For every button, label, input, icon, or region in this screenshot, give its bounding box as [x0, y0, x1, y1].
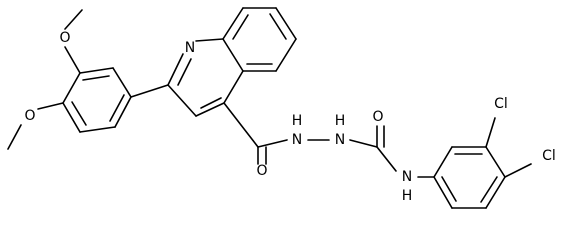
bond [7, 124, 22, 150]
bond [200, 97, 222, 109]
bond [64, 9, 83, 30]
chemical-structure-diagram: N O O O H N H N O N H Cl Cl [7, 7, 556, 209]
bond [504, 163, 532, 178]
bond [223, 70, 244, 104]
atom-cl-top: Cl [494, 96, 508, 112]
bond [441, 176, 457, 202]
bond [37, 102, 64, 110]
bond [480, 176, 498, 203]
bond [62, 102, 81, 133]
bond [376, 146, 397, 172]
atom-h-amide: H [402, 188, 413, 204]
bond [195, 102, 225, 117]
atom-o-methoxy-left: O [24, 108, 35, 124]
bond [167, 53, 184, 86]
bond [349, 139, 378, 148]
bond [223, 102, 259, 148]
bond [71, 101, 87, 126]
bond [485, 176, 506, 209]
bond [433, 146, 453, 178]
atom-n-hydrazide-2: N [335, 132, 345, 148]
atom-o-carbonyl-right: O [372, 109, 383, 125]
bond [195, 38, 224, 42]
bond [222, 7, 244, 40]
bond [64, 46, 81, 74]
bonds [7, 7, 532, 209]
atom-o-carbonyl-left: O [256, 163, 267, 179]
bond [275, 7, 297, 40]
atom-n-hydrazide-1: N [292, 132, 302, 148]
bond [232, 14, 249, 40]
bond [112, 67, 132, 98]
atom-n-quinoline: N [185, 40, 195, 56]
bond [79, 67, 114, 74]
atom-h-hydrazide-1: H [292, 113, 303, 129]
bond [82, 75, 110, 81]
bond [275, 38, 297, 72]
bond [485, 117, 496, 148]
atom-cl-right: Cl [542, 148, 556, 164]
bond [167, 84, 197, 117]
bond [130, 84, 169, 98]
bond [269, 13, 287, 40]
atom-h-hydrazide-2: H [335, 113, 346, 129]
bond [177, 58, 192, 86]
atom-n-amide: N [402, 169, 412, 185]
atom-o-methoxy-top: O [59, 30, 70, 46]
bond [109, 94, 125, 122]
bond [257, 139, 288, 148]
bond [485, 146, 506, 178]
bond [433, 176, 453, 209]
atom-labels: N O O O H N H N O N H Cl Cl [24, 30, 555, 204]
bond [114, 96, 132, 128]
bond [222, 38, 244, 72]
bond [79, 126, 116, 133]
bond [62, 72, 81, 104]
